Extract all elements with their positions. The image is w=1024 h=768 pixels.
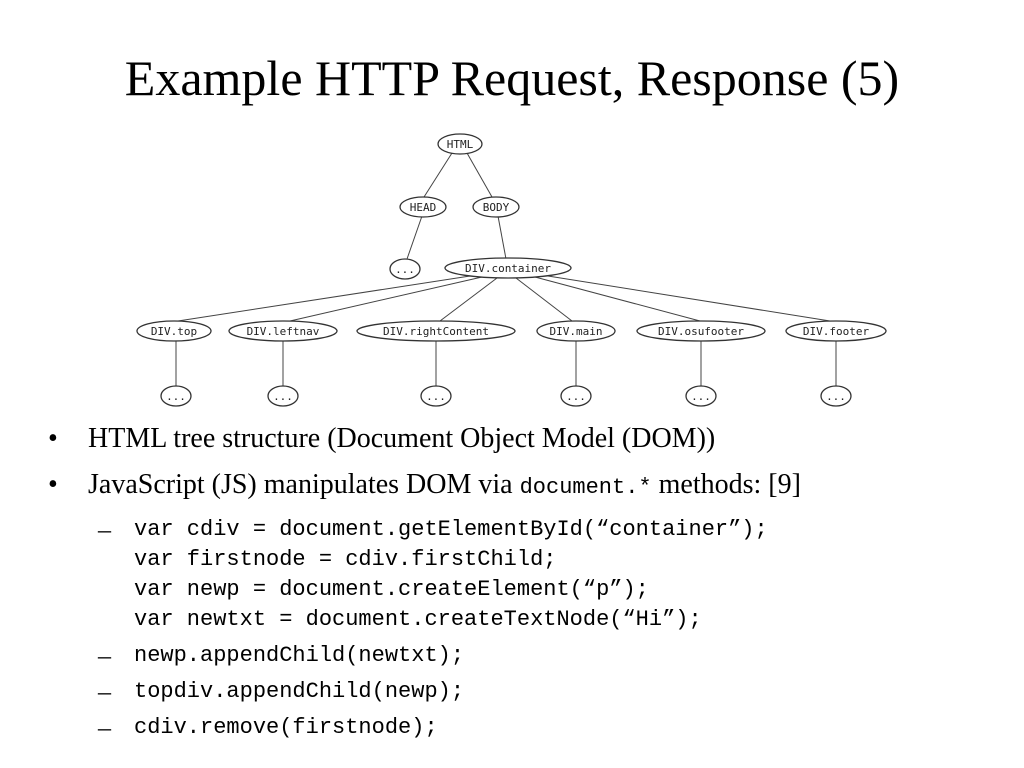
edge-head-ellipsis: [406, 215, 423, 260]
bullet-marker: •: [48, 423, 58, 454]
tree-node-footer: DIV.footer: [785, 320, 887, 342]
dash-marker: –: [98, 677, 111, 706]
tree-node-main-ellipsis: ...: [560, 385, 592, 407]
tree-node-label: HTML: [447, 138, 474, 151]
tree-node-label: ...: [166, 390, 186, 403]
edge-html-body: [466, 152, 493, 198]
tree-node-label: BODY: [483, 201, 510, 214]
edge-container-rightContent: [439, 277, 498, 322]
edge-container-footer: [547, 275, 831, 322]
code-sub-item: – newp.appendChild(newtxt);: [46, 641, 1006, 671]
tree-node-label: DIV.top: [151, 325, 197, 338]
bullet-text: HTML tree structure (Document Object Mod…: [88, 423, 716, 454]
tree-node-leftnav: DIV.leftnav: [228, 320, 338, 342]
tree-node-osufooter-ellipsis: ...: [685, 385, 717, 407]
tree-edges: [175, 152, 837, 386]
edge-html-head: [423, 152, 453, 198]
edge-container-osufooter: [534, 276, 701, 322]
tree-node-label: DIV.leftnav: [247, 325, 320, 338]
tree-node-leftnav-ellipsis: ...: [267, 385, 299, 407]
edge-container-leftnav: [289, 276, 483, 322]
tree-node-label: ...: [273, 390, 293, 403]
tree-node-label: HEAD: [410, 201, 437, 214]
tree-node-main: DIV.main: [536, 320, 616, 342]
edge-container-main: [515, 277, 573, 322]
bullet-item: • HTML tree structure (Document Object M…: [46, 420, 1006, 458]
code-sub-item: – var cdiv = document.getElementById(“co…: [46, 515, 1006, 635]
code-sub-item: – topdiv.appendChild(newp);: [46, 677, 1006, 707]
inline-code: document.*: [519, 475, 652, 500]
code-line: topdiv.appendChild(newp);: [134, 679, 465, 704]
tree-node-label: DIV.osufooter: [658, 325, 744, 338]
tree-node-label: ...: [566, 390, 586, 403]
code-line: var newp = document.createElement(“p”);: [134, 577, 649, 602]
tree-node-label: DIV.rightContent: [383, 325, 489, 338]
code-line: var cdiv = document.getElementById(“cont…: [134, 517, 768, 542]
tree-node-footer-ellipsis: ...: [820, 385, 852, 407]
dash-marker: –: [98, 515, 111, 544]
slide-title: Example HTTP Request, Response (5): [124, 50, 900, 106]
bullet-text: JavaScript (JS) manipulates DOM via: [88, 469, 520, 500]
bullet-list: • HTML tree structure (Document Object M…: [46, 420, 1006, 749]
dash-marker: –: [98, 713, 111, 742]
code-sub-item: – cdiv.remove(firstnode);: [46, 713, 1006, 743]
bullet-item: • JavaScript (JS) manipulates DOM via do…: [46, 466, 1006, 507]
tree-node-label: DIV.container: [465, 262, 551, 275]
code-line: var firstnode = cdiv.firstChild;: [134, 547, 557, 572]
tree-node-label: DIV.footer: [803, 325, 870, 338]
tree-node-head: HEAD: [399, 196, 447, 218]
tree-node-label: DIV.main: [550, 325, 603, 338]
tree-node-label: ...: [826, 390, 846, 403]
tree-node-body: BODY: [472, 196, 520, 218]
tree-node-head-ellipsis: ...: [389, 258, 421, 280]
tree-node-rightContent-ellipsis: ...: [420, 385, 452, 407]
tree-node-container: DIV.container: [444, 257, 572, 279]
tree-node-top-ellipsis: ...: [160, 385, 192, 407]
tree-node-rightContent: DIV.rightContent: [356, 320, 516, 342]
dom-tree-diagram: HTML HEAD BODY ... DIV.container DIV.top…: [136, 133, 887, 407]
tree-node-label: ...: [691, 390, 711, 403]
code-line: var newtxt = document.createTextNode(“Hi…: [134, 607, 702, 632]
edge-container-top: [177, 275, 471, 322]
tree-node-label: ...: [395, 263, 415, 276]
tree-node-top: DIV.top: [136, 320, 212, 342]
bullet-text: methods: [9]: [651, 469, 801, 500]
edge-body-container: [497, 215, 507, 260]
bullet-marker: •: [48, 469, 58, 500]
tree-node-osufooter: DIV.osufooter: [636, 320, 766, 342]
code-line: cdiv.remove(firstnode);: [134, 715, 438, 740]
dash-marker: –: [98, 641, 111, 670]
tree-node-label: ...: [426, 390, 446, 403]
code-line: newp.appendChild(newtxt);: [134, 643, 465, 668]
tree-node-html: HTML: [437, 133, 483, 155]
